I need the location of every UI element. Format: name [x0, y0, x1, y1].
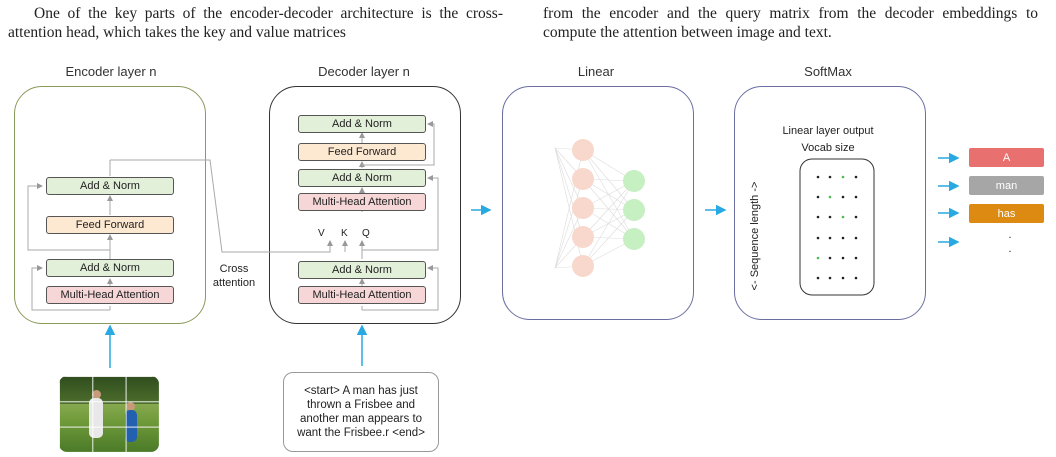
- encoder-multi-head-attention: Multi-Head Attention: [46, 286, 174, 304]
- output-token-has: has: [969, 204, 1044, 223]
- cross-attention-label: Cross attention: [212, 263, 256, 289]
- output-token-man: man: [969, 176, 1044, 195]
- linear-header: Linear: [577, 64, 615, 79]
- encoder-feed-forward: Feed Forward: [46, 216, 174, 234]
- encoder-add-norm-bottom: Add & Norm: [46, 259, 174, 277]
- softmax-title: Linear layer output: [782, 125, 874, 137]
- decoder-add-norm-2: Add & Norm: [298, 169, 426, 187]
- decoder-feed-forward: Feed Forward: [298, 143, 426, 161]
- softmax-header: SoftMax: [804, 64, 852, 79]
- value-label: V: [318, 228, 325, 239]
- encoder-add-norm-top: Add & Norm: [46, 177, 174, 195]
- hidden-neurons: [572, 139, 594, 277]
- input-image: [59, 376, 159, 452]
- decoder-add-norm-3: Add & Norm: [298, 261, 426, 279]
- intro-paragraph-left: One of the key parts of the encoder-deco…: [8, 5, 503, 41]
- intro-paragraph-right: from the encoder and the query matrix fr…: [543, 5, 1038, 41]
- vocab-size-label: Vocab size: [801, 142, 855, 154]
- output-token-a: A: [969, 148, 1044, 167]
- sequence-length-label: <- Sequence length ->: [749, 181, 761, 291]
- input-text: <start> A man has just thrown a Frisbee …: [297, 385, 425, 439]
- output-neurons: [623, 170, 645, 250]
- decoder-header: Decoder layer n: [318, 64, 410, 79]
- key-label: K: [341, 228, 348, 239]
- decoder-multi-head-attention-cross: Multi-Head Attention: [298, 193, 426, 211]
- output-ellipsis: . .: [1008, 229, 1012, 255]
- linear-layer-box: [502, 86, 694, 320]
- softmax-layer-box: [734, 86, 926, 320]
- encoder-header: Encoder layer n: [65, 64, 157, 79]
- decoder-add-norm-1: Add & Norm: [298, 115, 426, 133]
- decoder-multi-head-attention-self: Multi-Head Attention: [298, 286, 426, 304]
- query-label: Q: [362, 228, 370, 239]
- input-text-box: <start> A man has just thrown a Frisbee …: [283, 372, 439, 452]
